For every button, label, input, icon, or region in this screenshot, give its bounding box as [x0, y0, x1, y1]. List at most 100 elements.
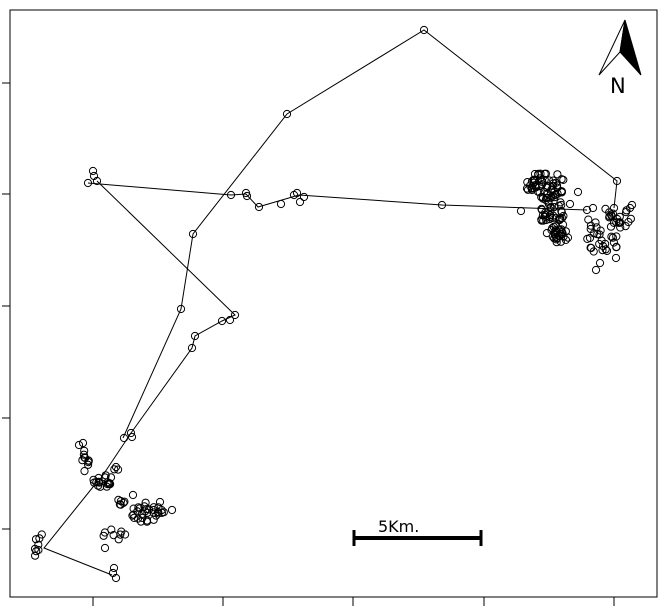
- location-fix: [601, 239, 610, 248]
- location-fix: [32, 547, 41, 556]
- location-fix: [612, 232, 621, 241]
- location-fix: [109, 531, 118, 540]
- location-fix: [108, 568, 118, 578]
- location-fix: [149, 508, 158, 517]
- location-fix: [612, 218, 621, 227]
- location-fix: [606, 222, 616, 231]
- location-fix: [556, 213, 565, 223]
- location-fix: [188, 229, 198, 239]
- location-fix: [616, 218, 625, 227]
- location-fix: [601, 245, 610, 254]
- location-fix: [523, 178, 532, 187]
- location-fix: [141, 507, 150, 516]
- location-fix: [621, 208, 631, 217]
- location-fix: [230, 310, 240, 320]
- location-fix: [530, 169, 540, 179]
- location-fix: [126, 428, 136, 438]
- location-fix: [550, 234, 559, 243]
- location-fix: [176, 304, 186, 314]
- location-fix: [141, 498, 150, 507]
- location-fix: [159, 508, 168, 517]
- location-fix: [254, 202, 264, 212]
- location-fix: [556, 198, 565, 207]
- location-fix: [585, 233, 595, 243]
- location-fix: [542, 229, 552, 238]
- location-fix: [595, 239, 604, 249]
- location-fix: [605, 212, 614, 221]
- location-fix: [591, 265, 601, 275]
- location-fix: [83, 178, 93, 188]
- scale-label: 5Km.: [378, 517, 419, 536]
- location-fix: [609, 203, 619, 213]
- location-fix: [607, 232, 616, 241]
- location-fix: [74, 440, 84, 450]
- location-fix: [84, 460, 93, 469]
- location-fix: [528, 183, 537, 192]
- location-fix: [611, 253, 621, 263]
- location-fix: [299, 192, 309, 202]
- location-fix: [133, 507, 142, 516]
- location-fix: [582, 205, 592, 215]
- location-fix: [540, 169, 549, 178]
- location-fix: [89, 171, 99, 181]
- location-fix: [155, 497, 165, 507]
- location-fix: [548, 213, 557, 223]
- location-fix: [225, 315, 235, 325]
- location-fix: [548, 191, 558, 200]
- location-fix: [550, 229, 560, 239]
- north-arrow-icon: [598, 19, 642, 76]
- location-fix: [548, 232, 557, 241]
- track-lines: [43, 29, 618, 576]
- location-fix: [119, 433, 129, 443]
- location-fix: [616, 223, 625, 232]
- location-fix: [119, 498, 128, 507]
- location-fix: [143, 508, 152, 517]
- location-fix: [226, 190, 236, 200]
- track-long-flight: [122, 29, 618, 439]
- location-fix: [110, 465, 119, 474]
- location-fix: [102, 482, 111, 491]
- location-fix: [30, 551, 40, 560]
- location-fix: [154, 503, 163, 512]
- location-fix: [601, 204, 610, 213]
- location-fix: [100, 543, 110, 553]
- location-fix: [80, 467, 89, 476]
- location-fix: [565, 199, 575, 209]
- location-fix: [612, 176, 622, 186]
- location-fix: [557, 175, 566, 184]
- location-fix: [149, 515, 158, 524]
- location-fix: [595, 258, 605, 268]
- location-fix: [130, 513, 139, 523]
- location-fix: [88, 166, 98, 176]
- location-fix: [136, 517, 146, 526]
- location-fix: [537, 215, 546, 224]
- location-fix: [543, 193, 552, 202]
- location-fix: [78, 438, 88, 448]
- location-fix: [79, 450, 89, 459]
- location-fix: [114, 465, 123, 474]
- location-fix: [242, 191, 252, 201]
- location-fix: [551, 213, 560, 222]
- location-fix: [95, 478, 104, 487]
- location-fix: [142, 516, 152, 525]
- location-fix: [437, 200, 447, 210]
- track-diagonal: [96, 180, 236, 482]
- location-fix: [588, 203, 598, 213]
- location-fix: [149, 503, 158, 512]
- location-fix: [190, 331, 200, 341]
- location-fix: [561, 235, 571, 244]
- location-fix: [140, 502, 149, 511]
- location-fix: [114, 535, 123, 544]
- location-fix: [419, 25, 429, 35]
- location-fix: [94, 477, 103, 486]
- location-fix: [545, 176, 554, 185]
- location-fix: [553, 170, 562, 179]
- location-fixes: [30, 25, 637, 583]
- location-fix: [37, 530, 46, 539]
- location-fix: [84, 458, 93, 467]
- location-fix: [31, 535, 41, 544]
- location-fix: [523, 185, 533, 194]
- location-fix: [546, 202, 555, 211]
- location-fix: [128, 490, 138, 500]
